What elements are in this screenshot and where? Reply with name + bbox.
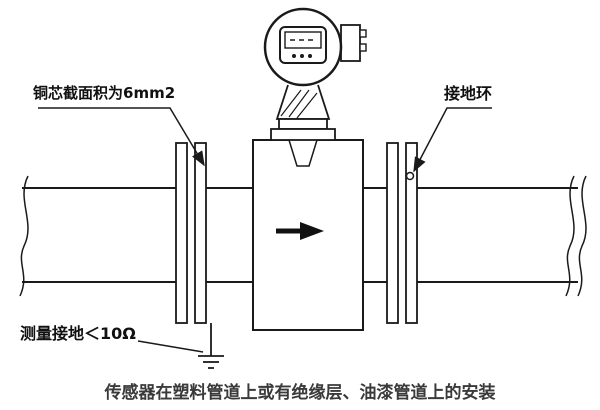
pipe	[22, 187, 578, 283]
grounding-ring-bolt	[405, 171, 415, 181]
leader-measure-ground	[137, 340, 204, 353]
label-copper-core-area: 铜芯截面积为6mm2	[33, 84, 176, 102]
converter-support-neck	[270, 84, 336, 141]
label-measurement-ground: 测量接地＜10Ω	[20, 324, 136, 343]
flow-arrow-icon	[276, 222, 324, 240]
caption-text: 传感器在塑料管道上或有绝缘层、油漆管道上的安装	[104, 383, 496, 403]
label-grounding-ring: 接地环	[444, 84, 493, 103]
leader-ground-ring	[413, 107, 492, 173]
earth-ground-symbol	[198, 323, 224, 369]
pipe-break-left	[19, 175, 29, 297]
leader-copper-core	[38, 107, 205, 167]
right-flange-pair	[386, 142, 418, 324]
left-flange-pair	[175, 142, 207, 324]
terminal-box	[340, 24, 361, 62]
leader-lines	[38, 107, 492, 353]
converter-display-head	[263, 7, 367, 87]
pipe-break-right	[565, 175, 587, 297]
